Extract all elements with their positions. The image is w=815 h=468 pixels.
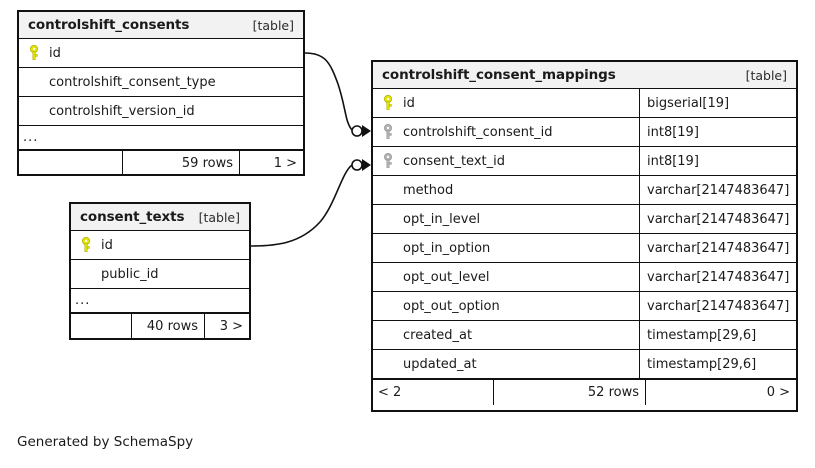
footer-left-cell[interactable] bbox=[19, 151, 122, 176]
foreign-key-icon bbox=[384, 124, 392, 139]
column-name: method bbox=[403, 182, 454, 198]
column-name-cell: opt_out_level bbox=[373, 263, 639, 291]
table-row[interactable]: id bbox=[71, 231, 249, 260]
column-name-cell: method bbox=[373, 176, 639, 204]
column-type: varchar[2147483647] bbox=[639, 234, 796, 262]
entity-kind-label: [table] bbox=[252, 17, 294, 33]
relationship-controlshift-consent-id bbox=[304, 52, 371, 137]
column-name-cell: id bbox=[71, 231, 249, 259]
column-name: controlshift_consent_type bbox=[49, 74, 216, 90]
column-type: varchar[2147483647] bbox=[639, 292, 796, 320]
table-row[interactable]: controlshift_consent_type bbox=[19, 68, 303, 97]
column-name-cell: controlshift_version_id bbox=[19, 97, 303, 125]
column-name-cell: id bbox=[19, 39, 303, 67]
table-row[interactable]: created_at timestamp[29,6] bbox=[373, 321, 796, 350]
many-arrow-head bbox=[362, 125, 371, 137]
column-type: timestamp[29,6] bbox=[639, 350, 796, 378]
primary-key-icon bbox=[30, 45, 38, 60]
column-name-cell: controlshift_consent_type bbox=[19, 68, 303, 96]
entity-header: controlshift_consents [table] bbox=[19, 12, 303, 39]
column-name: consent_text_id bbox=[403, 153, 505, 169]
more-columns-indicator: ... bbox=[71, 289, 249, 313]
column-name: id bbox=[49, 45, 61, 61]
table-row[interactable]: opt_in_level varchar[2147483647] bbox=[373, 205, 796, 234]
table-row[interactable]: controlshift_consent_id int8[19] bbox=[373, 118, 796, 147]
column-name: created_at bbox=[403, 327, 473, 343]
entity-title: controlshift_consent_mappings bbox=[382, 67, 616, 83]
column-name-cell: opt_out_option bbox=[373, 292, 639, 320]
footer-left-cell[interactable] bbox=[71, 314, 131, 339]
table-row[interactable]: consent_text_id int8[19] bbox=[373, 147, 796, 176]
entity-footer: 40 rows 3 > bbox=[71, 313, 249, 339]
table-row[interactable]: opt_in_option varchar[2147483647] bbox=[373, 234, 796, 263]
entity-footer: < 2 52 rows 0 > bbox=[373, 379, 796, 405]
entity-title: controlshift_consents bbox=[28, 17, 190, 33]
column-name: opt_in_level bbox=[403, 211, 481, 227]
column-name-cell: opt_in_level bbox=[373, 205, 639, 233]
column-type: bigserial[19] bbox=[639, 89, 796, 117]
column-list: id public_id ... 40 rows 3 > bbox=[71, 231, 249, 339]
zero-cardinality-circle bbox=[351, 159, 363, 171]
table-row[interactable]: opt_out_option varchar[2147483647] bbox=[373, 292, 796, 321]
entity-controlshift-consents[interactable]: controlshift_consents [table] id control bbox=[17, 10, 305, 176]
column-name: updated_at bbox=[403, 356, 477, 372]
entity-kind-label: [table] bbox=[745, 67, 787, 83]
column-name-cell: id bbox=[373, 89, 639, 117]
table-row[interactable]: public_id bbox=[71, 260, 249, 289]
column-type: varchar[2147483647] bbox=[639, 263, 796, 291]
column-type: varchar[2147483647] bbox=[639, 205, 796, 233]
row-count: 59 rows bbox=[122, 151, 239, 176]
column-name-cell: created_at bbox=[373, 321, 639, 349]
primary-key-icon bbox=[384, 95, 392, 110]
column-list: id bigserial[19] controlshift_consent_id… bbox=[373, 89, 796, 410]
row-count: 40 rows bbox=[131, 314, 204, 339]
column-name-cell: public_id bbox=[71, 260, 249, 288]
column-name: id bbox=[403, 95, 415, 111]
column-type: int8[19] bbox=[639, 118, 796, 146]
column-name: controlshift_consent_id bbox=[403, 124, 553, 140]
table-row[interactable]: method varchar[2147483647] bbox=[373, 176, 796, 205]
entity-header: consent_texts [table] bbox=[71, 204, 249, 231]
entity-title: consent_texts bbox=[80, 209, 185, 225]
table-row[interactable]: controlshift_version_id bbox=[19, 97, 303, 126]
column-name: public_id bbox=[101, 266, 159, 282]
row-count: 52 rows bbox=[493, 380, 645, 405]
column-name-cell: updated_at bbox=[373, 350, 639, 378]
column-name: opt_out_option bbox=[403, 298, 500, 314]
column-type: timestamp[29,6] bbox=[639, 321, 796, 349]
entity-controlshift-consent-mappings[interactable]: controlshift_consent_mappings [table] id… bbox=[371, 60, 798, 412]
table-row[interactable]: id bigserial[19] bbox=[373, 89, 796, 118]
related-tables-forward[interactable]: 0 > bbox=[645, 380, 796, 405]
primary-key-icon bbox=[82, 237, 90, 252]
related-tables-forward[interactable]: 3 > bbox=[204, 314, 249, 339]
entity-footer: 59 rows 1 > bbox=[19, 150, 303, 176]
relationship-consent-text-id bbox=[250, 159, 371, 247]
column-name: opt_out_level bbox=[403, 269, 490, 285]
column-type: varchar[2147483647] bbox=[639, 176, 796, 204]
column-name-cell: opt_in_option bbox=[373, 234, 639, 262]
entity-consent-texts[interactable]: consent_texts [table] id public_id bbox=[69, 202, 251, 340]
more-columns-indicator: ... bbox=[19, 126, 303, 150]
column-name-cell: controlshift_consent_id bbox=[373, 118, 639, 146]
zero-cardinality-circle bbox=[351, 125, 363, 137]
table-row[interactable]: id bbox=[19, 39, 303, 68]
foreign-key-icon bbox=[384, 153, 392, 168]
column-type: int8[19] bbox=[639, 147, 796, 175]
diagram-caption: Generated by SchemaSpy bbox=[17, 434, 194, 450]
table-row[interactable]: opt_out_level varchar[2147483647] bbox=[373, 263, 796, 292]
related-tables-back[interactable]: < 2 bbox=[378, 385, 402, 400]
column-name: controlshift_version_id bbox=[49, 103, 195, 119]
many-arrow-head bbox=[362, 159, 371, 171]
related-tables-forward[interactable]: 1 > bbox=[239, 151, 303, 176]
entity-kind-label: [table] bbox=[198, 209, 240, 225]
column-name-cell: consent_text_id bbox=[373, 147, 639, 175]
column-name: opt_in_option bbox=[403, 240, 491, 256]
entity-header: controlshift_consent_mappings [table] bbox=[373, 62, 796, 89]
column-name: id bbox=[101, 237, 113, 253]
column-list: id controlshift_consent_type controlshif… bbox=[19, 39, 303, 176]
table-row[interactable]: updated_at timestamp[29,6] bbox=[373, 350, 796, 379]
